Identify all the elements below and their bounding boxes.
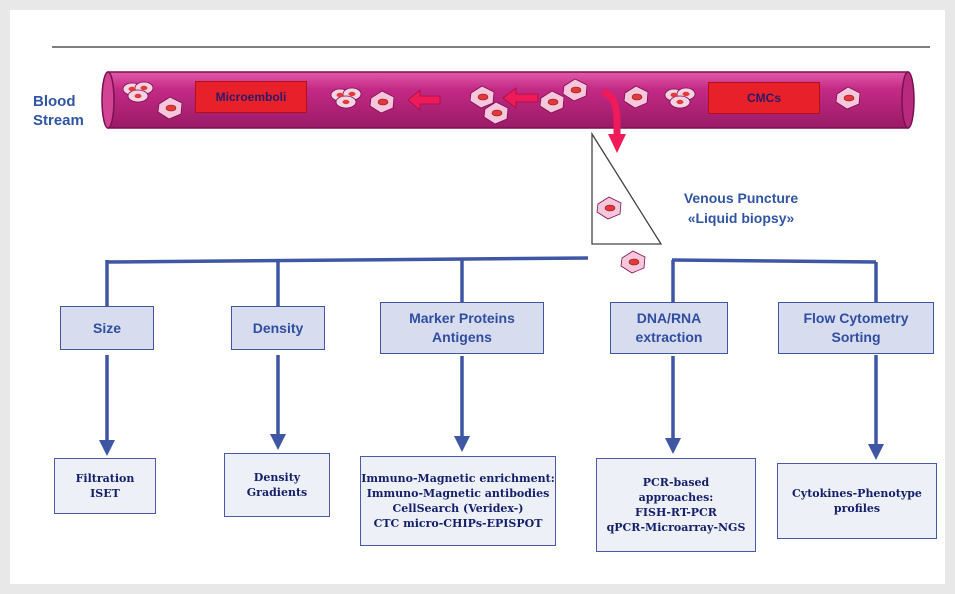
flow-arrow-1 <box>407 89 441 111</box>
diagram-canvas: Blood Stream Microemboli CMCs Venous Pun… <box>10 10 945 584</box>
sample-tube <box>591 131 663 245</box>
blood-stream-label: Blood Stream <box>33 93 84 129</box>
connector-tree <box>105 256 878 310</box>
venous-puncture-label: Venous Puncture «Liquid biopsy» <box>683 190 799 226</box>
flow-arrow-2 <box>502 87 539 109</box>
cmcs-label: CMCs <box>708 82 820 114</box>
result-cytokines: Cytokines-Phenotype profiles <box>777 463 937 539</box>
result-filtration: Filtration ISET <box>54 458 156 514</box>
down-arrows <box>99 355 884 460</box>
result-immuno-magnetic: Immuno-Magnetic enrichment: Immuno-Magne… <box>360 456 556 546</box>
category-marker-proteins: Marker Proteins Antigens <box>380 302 544 354</box>
category-size: Size <box>60 306 154 350</box>
category-flow-cytometry: Flow Cytometry Sorting <box>778 302 934 354</box>
sampling-arrow <box>601 88 626 153</box>
microemboli-label: Microemboli <box>195 81 307 113</box>
result-pcr-based: PCR-based approaches: FISH-RT-PCR qPCR-M… <box>596 458 756 552</box>
category-density: Density <box>231 306 325 350</box>
released-cell <box>620 250 646 274</box>
result-density-gradients: Density Gradients <box>224 453 330 517</box>
category-dna-rna: DNA/RNA extraction <box>610 302 728 354</box>
